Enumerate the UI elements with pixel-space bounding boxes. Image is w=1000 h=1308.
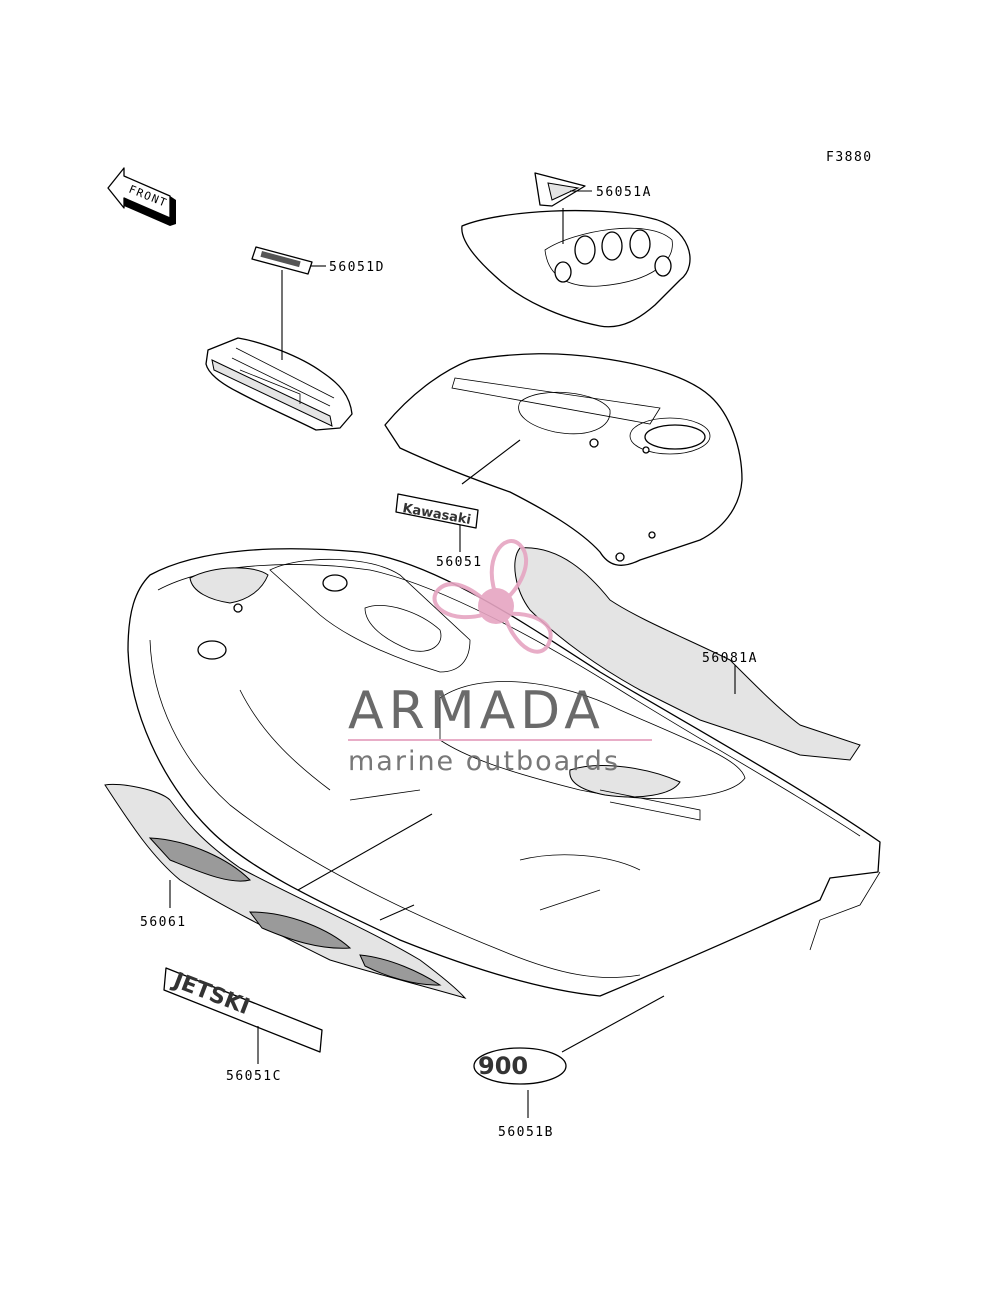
side-stripe-decal bbox=[514, 547, 861, 761]
hull-deck bbox=[127, 548, 881, 1053]
watermark-brand: ARMADA bbox=[348, 681, 605, 741]
hull-graphic-decal bbox=[104, 783, 467, 999]
handlebar-cover bbox=[461, 172, 691, 328]
part-label-56051B: 56051B bbox=[498, 1125, 554, 1140]
part-label-56061: 56061 bbox=[140, 915, 187, 930]
part-label-56051C: 56051C bbox=[226, 1069, 282, 1084]
diagram-code: F3880 bbox=[826, 150, 873, 165]
model-number-decal-text: 900 bbox=[478, 1052, 528, 1080]
part-label-56051D: 56051D bbox=[329, 260, 385, 275]
part-label-56081A: 56081A bbox=[702, 651, 758, 666]
model-number-decal: 900 bbox=[473, 1047, 567, 1118]
jetski-decal-text: JETSKI bbox=[168, 968, 253, 1020]
jetski-decal: JETSKI bbox=[163, 967, 323, 1064]
front-arrow-icon: FRONT bbox=[107, 167, 176, 226]
upper-deck-shroud bbox=[384, 353, 743, 566]
part-label-56051: 56051 bbox=[436, 555, 483, 570]
kawasaki-decal: Kawasaki bbox=[395, 493, 479, 552]
propeller-logo-icon bbox=[432, 539, 553, 654]
engine-cover bbox=[205, 246, 353, 431]
watermark-tagline: marine outboards bbox=[348, 746, 620, 777]
armada-watermark: ARMADA marine outboards bbox=[348, 539, 652, 777]
part-label-56051A: 56051A bbox=[596, 185, 652, 200]
